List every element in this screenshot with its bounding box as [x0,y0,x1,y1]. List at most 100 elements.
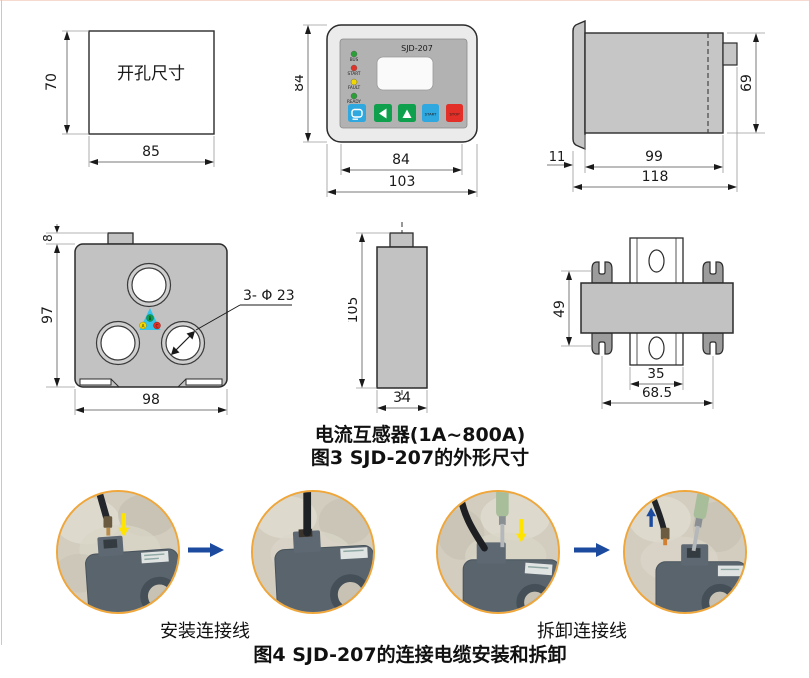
page-left-border [1,0,2,645]
phase-b-label: B [149,316,152,321]
ct-hole-photo [330,574,371,612]
photo-remove-before [436,490,560,614]
set-key [348,104,366,122]
led-ready [350,92,358,100]
photo-install-after [251,490,375,614]
dimension-8: 8 [41,224,108,245]
dimension-85: 85 [88,136,215,167]
dimension-97: 97 [40,244,75,388]
ct-top-tab [107,232,134,245]
panel-model-label: SJD-207 [401,44,433,53]
page-top-border [0,0,809,1]
led-start-label: START [348,71,361,76]
led-bus [350,50,358,58]
dimension-84-height: 84 [295,24,327,143]
led-fault-label: FAULT [348,85,361,90]
led-start [350,64,358,72]
side-total-value: 118 [642,169,669,185]
side-flange [572,19,586,151]
dimension-103: 103 [326,144,478,197]
down-arrow-icon [515,519,527,543]
cutout-height-value: 70 [44,73,60,91]
phase-marker: B A C [139,308,161,330]
hole-note-text: 3- Φ 23 [243,288,295,304]
side-height-value: 69 [739,74,755,92]
figure3-title: 图3 SJD-207的外形尺寸 [310,447,530,469]
cutout-label: 开孔尺寸 [117,64,185,84]
install-label: 安装连接线 [160,621,250,642]
phase-c-label: C [156,323,159,328]
panel-bezel: SJD-207 [326,24,478,143]
cutout-width-value: 85 [142,144,160,160]
ct-foot-right [185,378,223,386]
figure3-caption: 电流互感器(1A~800A) 图3 SJD-207的外形尺寸 [230,424,610,470]
photo-remove-after [623,490,747,614]
up-arrow-icon [646,507,656,527]
rail-clips [591,261,724,355]
device-label-sticker [141,550,169,564]
ct-front-drawing: B A C 3- Φ 23 8 97 98 [40,224,295,415]
up-key [398,104,416,122]
ct-foot-left [79,378,112,386]
side-view-body [572,19,738,151]
dimension-34: 34 [376,390,428,413]
ct-height-value: 97 [40,306,56,324]
panel-leds: BUS START FAULT READY [347,50,361,104]
rail-width-value: 35 [647,366,664,382]
led-fault [350,78,358,86]
hole-note: 3- Φ 23 [171,288,295,355]
side-connector [722,42,738,66]
ct-tab-value: 8 [41,234,55,242]
dimension-68-5: 68.5 [601,356,714,409]
ct-hole-photo [140,576,178,612]
dimension-70: 70 [44,30,89,135]
stop-key: STOP [446,104,463,122]
dimension-49: 49 [553,270,592,347]
cutout-outline: 开孔尺寸 [88,30,215,135]
dimension-35: 35 [629,366,684,390]
ct-hole-photo [701,583,739,612]
side-body-value: 99 [645,149,663,165]
led-ready-label: READY [347,99,361,104]
rail-hole-top [648,249,665,273]
rail-hole-bottom [648,336,665,360]
start-key-label: START [425,112,437,117]
dimension-98: 98 [74,389,228,415]
down-arrow-icon [118,513,130,537]
ct-side-drawing: 105 34 [348,222,428,413]
panel-height-value: 84 [295,74,307,92]
set-key-icon [351,108,363,118]
panel-buttons: START STOP [348,104,463,122]
ct-hole-photo [516,583,554,612]
dimension-11: 11 [547,150,573,168]
up-arrow-icon [402,109,412,118]
rail-height-value: 49 [553,300,568,318]
dimension-118: 118 [572,67,738,192]
ct-body-on-rail [580,282,734,334]
front-panel-drawing: 84 SJD-207 BUS START FAULT READY [295,24,478,197]
right-arrow-icon [188,543,224,557]
ct-body [74,232,228,388]
left-key [374,104,392,122]
photo-install-before [56,490,180,614]
led-bus-label: BUS [350,57,359,62]
panel-outer-width-value: 103 [389,174,416,190]
panel-inner-width-value: 84 [392,152,410,168]
left-arrow-icon [379,108,387,119]
screwdriver [691,492,710,552]
phase-a-label: A [142,323,145,328]
ct-side-width-value: 34 [393,390,411,406]
remove-label: 拆卸连接线 [537,621,627,642]
device-label-sticker [717,565,744,577]
ct-side-body [376,222,428,400]
clip-span-value: 68.5 [642,385,672,401]
stop-key-label: STOP [449,112,460,117]
ct-width-value: 98 [142,392,160,408]
panel-display [376,56,434,91]
ct-range-label: 电流互感器(1A~800A) [314,424,526,446]
side-view-drawing: 69 11 99 118 [547,19,765,192]
device-label-sticker [524,562,553,576]
screwdriver [496,492,509,548]
dimension-69: 69 [727,32,765,134]
cable-with-connector [95,492,113,536]
